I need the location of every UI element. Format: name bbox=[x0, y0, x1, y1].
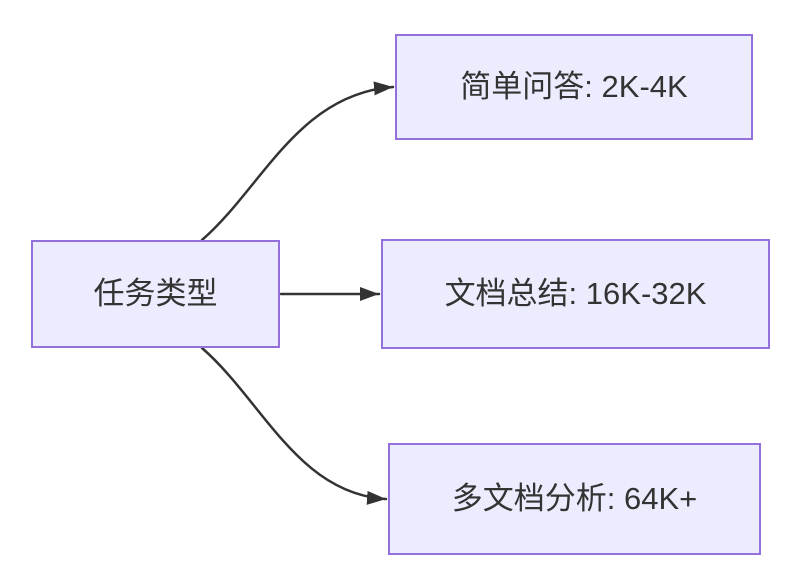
node-multi-doc: 多文档分析: 64K+ bbox=[388, 443, 761, 555]
node-simple-qa: 简单问答: 2K-4K bbox=[395, 34, 753, 140]
arrow-root-to-simple-qa bbox=[200, 81, 395, 242]
node-task-type: 任务类型 bbox=[31, 240, 280, 348]
node-doc-summary: 文档总结: 16K-32K bbox=[381, 239, 770, 349]
node-task-type-label: 任务类型 bbox=[93, 276, 218, 312]
arrow-root-to-multi-doc bbox=[200, 346, 388, 505]
node-multi-doc-label: 多文档分析: 64K+ bbox=[451, 481, 698, 517]
node-doc-summary-label: 文档总结: 16K-32K bbox=[444, 276, 707, 312]
node-simple-qa-label: 简单问答: 2K-4K bbox=[460, 69, 688, 105]
